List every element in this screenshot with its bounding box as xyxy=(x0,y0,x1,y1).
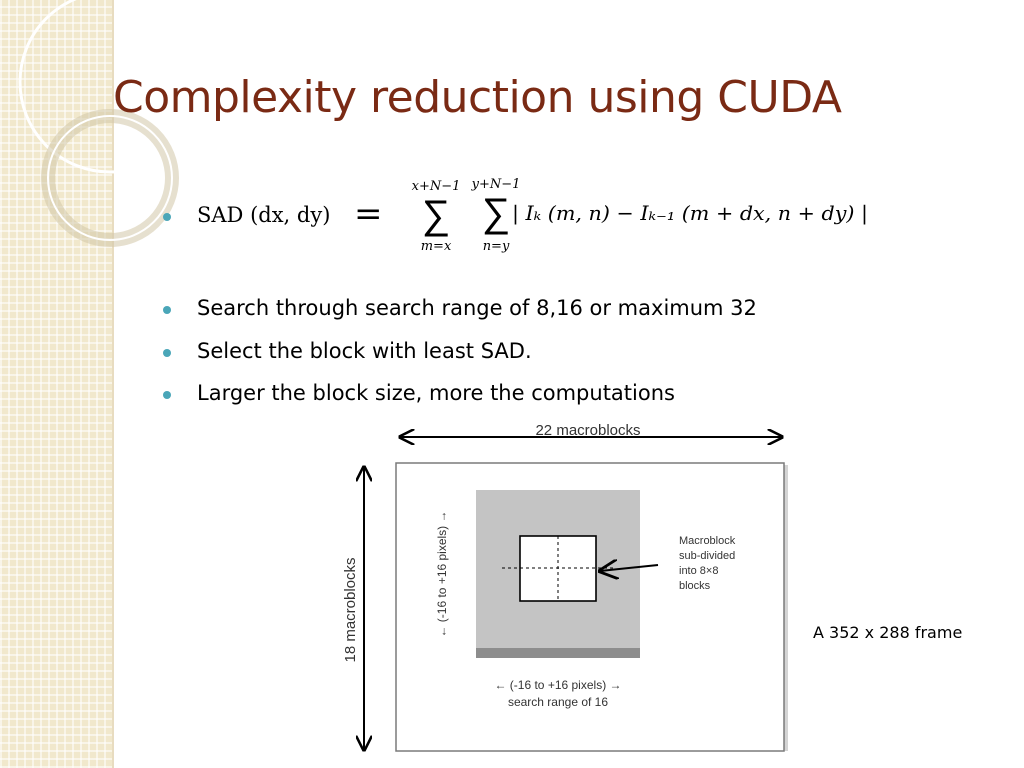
sum1-upper-limit: x+N−1 xyxy=(412,179,461,194)
search-range-label: search range of 16 xyxy=(508,695,608,709)
sum2-sigma: ∑ xyxy=(482,191,511,235)
sad-label: SAD (dx, dy) xyxy=(197,203,331,227)
formula-body: | Iₖ (m, n) − Iₖ₋₁ (m + dx, n + dy) | xyxy=(512,201,868,226)
sidebar-edge xyxy=(112,0,114,768)
sum1-sigma: ∑ xyxy=(422,193,451,237)
ring-large xyxy=(18,0,180,174)
frame-caption: A 352 x 288 frame xyxy=(813,623,963,642)
search-range-shadow xyxy=(476,648,640,658)
bullet-text: Larger the block size, more the computat… xyxy=(197,381,675,405)
bullet-text: Select the block with least SAD. xyxy=(197,339,532,363)
ring-small-inner xyxy=(47,115,173,241)
sad-formula: x+N−1 ∑ m=x y+N−1 ∑ n=y | Iₖ (m, n) − Iₖ… xyxy=(412,177,868,254)
equals-sign: = xyxy=(354,194,383,234)
bullet-dot xyxy=(163,213,171,221)
width-label: 22 macroblocks xyxy=(535,422,640,439)
sum1-lower-limit: m=x xyxy=(421,239,452,254)
macroblock-diagram: 22 macroblocks 18 macroblocks ← (-16 to … xyxy=(342,422,788,752)
bullet-dot xyxy=(163,306,171,314)
bullet-dot xyxy=(163,349,171,357)
vertical-range-label: ← (-16 to +16 pixels) → xyxy=(435,510,449,637)
bullet-dot xyxy=(163,391,171,399)
slide-title: Complexity reduction using CUDA xyxy=(113,72,842,123)
height-label: 18 macroblocks xyxy=(342,557,359,662)
callout-line-1: Macroblock xyxy=(679,535,736,547)
callout-text: Macroblock sub-divided into 8×8 blocks xyxy=(679,535,738,592)
callout-line-4: blocks xyxy=(679,580,711,592)
callout-line-3: into 8×8 xyxy=(679,565,718,577)
decorative-rings xyxy=(18,0,180,247)
horizontal-range-label: ← (-16 to +16 pixels) → xyxy=(494,678,621,692)
sum2-upper-limit: y+N−1 xyxy=(471,177,521,192)
decorative-sidebar xyxy=(0,0,112,768)
bullet-text: Search through search range of 8,16 or m… xyxy=(197,296,757,320)
callout-line-2: sub-divided xyxy=(679,550,735,562)
sum2-lower-limit: n=y xyxy=(483,239,510,254)
callout-arrow xyxy=(600,565,659,571)
